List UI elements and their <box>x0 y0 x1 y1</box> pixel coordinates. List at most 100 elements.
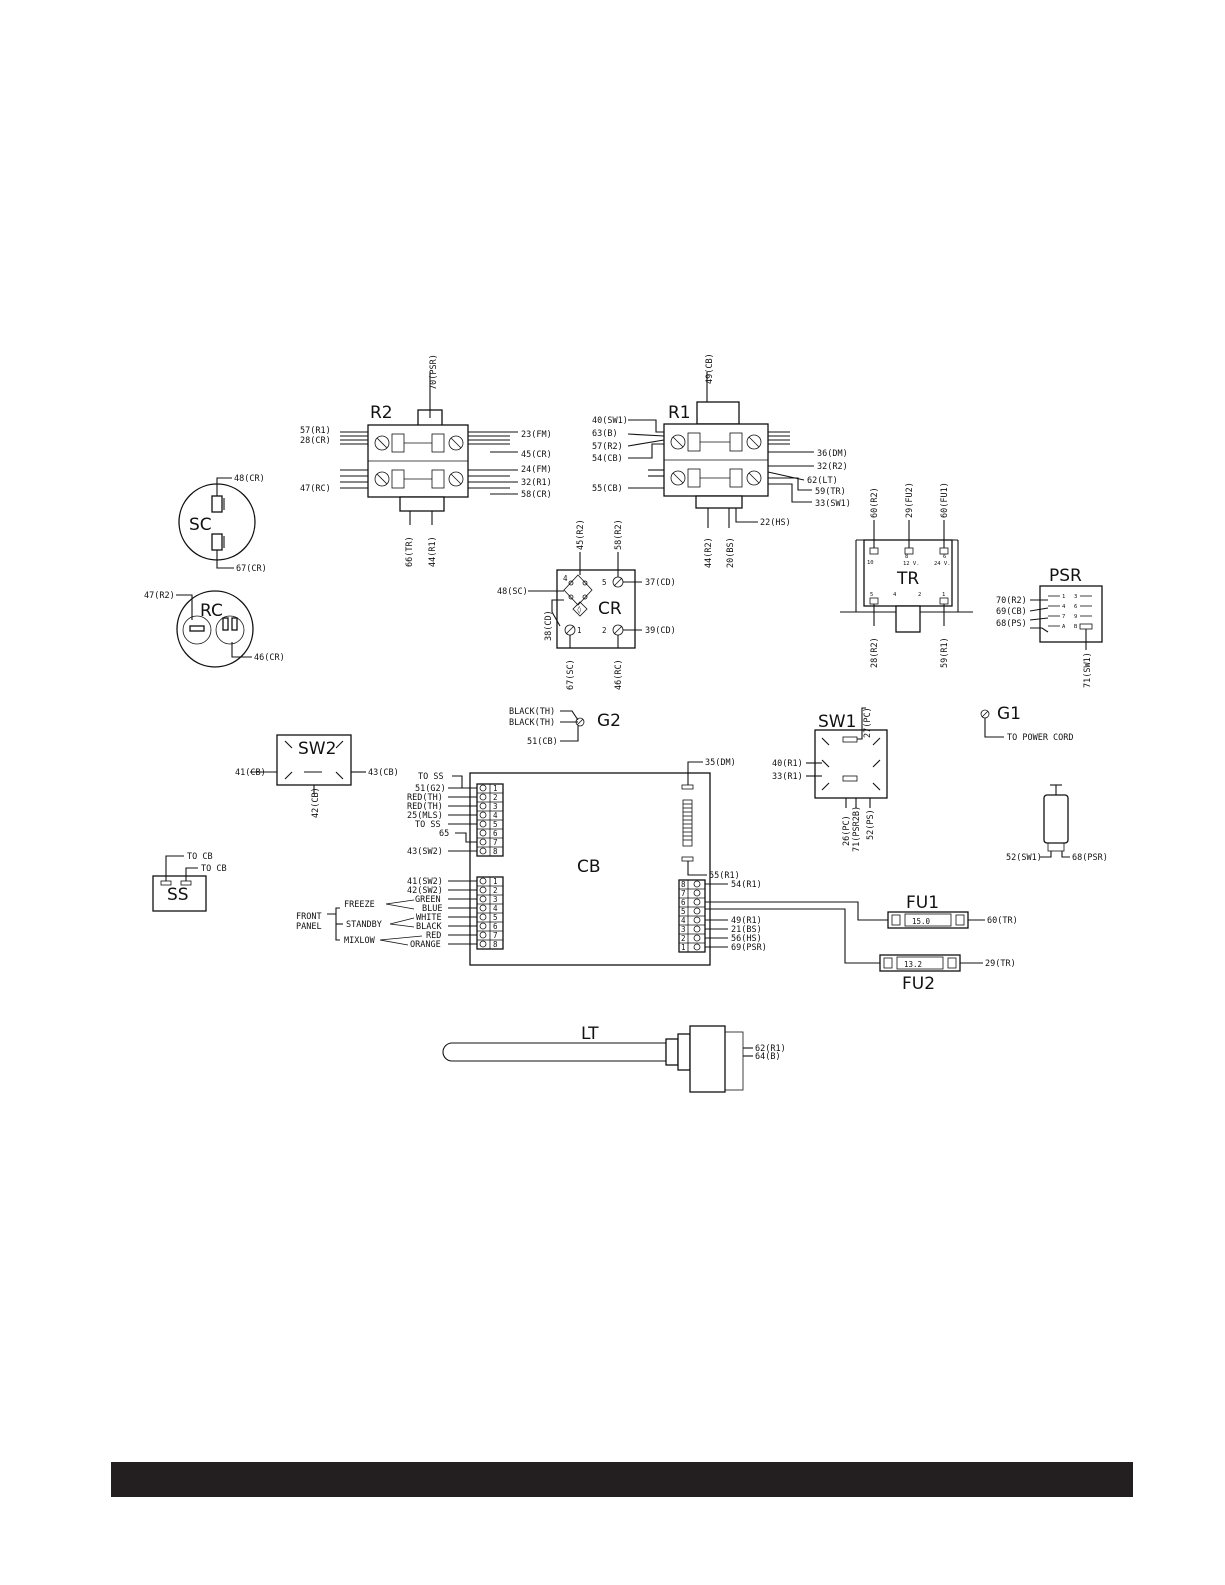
cb-b1-num-4: 4 <box>493 811 498 820</box>
cb-b1-label-6: TO SS <box>415 820 441 830</box>
front-panel-freeze: FREEZE <box>344 900 375 910</box>
g1-wire: TO POWER CORD <box>1007 733 1074 743</box>
g2-wire-3: 51(CB) <box>527 737 558 747</box>
transformer-tr: TR 10 8 6 12 V. 24 V. 5 4 2 1 60(R2) 29(… <box>840 482 973 668</box>
sw1-top-wire: 27(PC) <box>863 707 873 738</box>
ss-title: SS <box>167 885 189 905</box>
g2-title: G2 <box>597 711 621 731</box>
psr-title: PSR <box>1049 566 1082 586</box>
r2-right-wire-4: 32(R1) <box>521 478 552 488</box>
r1-left-wire-5: 55(CB) <box>592 484 623 494</box>
psr-pin-1: 1 <box>1062 594 1065 600</box>
r1-bottom-wire-1: 44(R2) <box>704 537 714 568</box>
r2-left-wire-1: 57(R1) <box>300 426 331 436</box>
r2-right-wire-1: 23(FM) <box>521 430 552 440</box>
cr-right-wire-2: 39(CD) <box>645 626 676 636</box>
cb-b1-num-1: 1 <box>493 784 498 793</box>
cb-b2-label-5: WHITE <box>416 913 442 923</box>
cb-b3-label-7: 56(HS) <box>731 934 762 944</box>
r1-right-wire-2: 32(R2) <box>817 462 848 472</box>
g2-wire-2: BLACK(TH) <box>509 718 555 728</box>
cb-b2-label-6: BLACK <box>416 922 442 932</box>
tr-bottom-wire-2: 59(R1) <box>940 637 950 668</box>
cb-title: CB <box>577 857 601 877</box>
cb-top-right-wire: 35(DM) <box>705 758 736 768</box>
cb-b1-label-4: RED(TH) <box>407 802 443 812</box>
psr-pin-a: A <box>1062 624 1066 630</box>
cb-b3-label-5: 49(R1) <box>731 916 762 926</box>
cb-b3-label-8: 69(PSR) <box>731 943 767 953</box>
cb-b2-num-1: 1 <box>493 877 498 886</box>
tr-top-term-1: 10 <box>867 560 874 566</box>
sw1-bottom-wire-3: 52(PS) <box>866 809 876 840</box>
fu2-rating: 13.2 <box>904 960 922 969</box>
front-panel-mixlow: MIXLOW <box>344 936 376 946</box>
sw2-bottom-wire: 42(CB) <box>311 787 321 818</box>
compressor-relay-cr: CR 4 ◊ 5 1 2 45(R2) 58(R2) 37(CD) 39(CD)… <box>497 519 676 690</box>
fuse-fu1: FU1 15.0 60(TR) <box>887 893 1018 929</box>
r2-title: R2 <box>370 403 393 423</box>
cr-term-2: 2 <box>602 626 607 635</box>
tr-top-wire-2: 29(FU2) <box>905 482 915 518</box>
cb-b2-label-8: ORANGE <box>410 940 441 950</box>
psr-pin-4: 4 <box>1062 604 1066 610</box>
r1-bottom-wire-3: 22(HS) <box>760 518 791 528</box>
cb-b2-label-1: 41(SW2) <box>407 877 443 887</box>
footer-bar <box>111 1462 1133 1497</box>
psr-left-wire-2: 69(CB) <box>996 607 1027 617</box>
cb-b3-num-4: 4 <box>681 916 686 925</box>
cb-b3-num-1: 1 <box>681 943 686 952</box>
r1-left-wire-1: 40(SW1) <box>592 416 628 426</box>
cr-term-4: 4 <box>563 574 568 583</box>
lt-wire-2: 64(B) <box>755 1052 781 1062</box>
control-board-cb: CB 35(DM) 55(R1) 1 2 3 4 5 6 <box>296 758 888 966</box>
cb-b3-num-6: 6 <box>681 898 686 907</box>
fuse-fu2: 13.2 29(TR) FU2 <box>879 954 1016 994</box>
sw1-bottom-wire-1: 26(PC) <box>842 815 852 846</box>
cb-b2-num-3: 3 <box>493 895 498 904</box>
cb-b2-label-3: GREEN <box>415 895 441 905</box>
tr-top-wire-1: 60(R2) <box>870 487 880 518</box>
r1-left-wire-3: 57(R2) <box>592 442 623 452</box>
r1-title: R1 <box>668 403 691 423</box>
cb-b3-num-8: 8 <box>681 880 686 889</box>
psr-left-wire-3: 68(PS) <box>996 619 1027 629</box>
cb-b3-num-2: 2 <box>681 934 686 943</box>
ground-g1: TO POWER CORD G1 <box>980 704 1074 743</box>
r1-right-wire-3: 62(LT) <box>807 476 838 486</box>
tr-top-term-2: 8 <box>905 554 908 560</box>
r2-right-wire-5: 58(CR) <box>521 490 552 500</box>
sw1-title: SW1 <box>818 712 856 732</box>
lt-wire-1: 62(R1) <box>755 1044 786 1054</box>
pressure-switch-relay-psr: PSR 1 4 7 A 3 6 9 B 70(R2) 69(CB) 68(PS)… <box>996 566 1103 688</box>
r1-right-wire-5: 33(SW1) <box>815 499 851 509</box>
psr-left-wire-1: 70(R2) <box>996 596 1027 606</box>
cb-b2-label-4: BLUE <box>422 904 442 914</box>
tr-title: TR <box>896 569 919 589</box>
cr-bottom-wire-1: 67(SC) <box>566 659 576 690</box>
front-panel-standby: STANDBY <box>346 920 382 930</box>
r2-bottom-wire-2: 44(R1) <box>428 536 438 567</box>
rc-title: RC <box>200 601 223 621</box>
cr-left-wire-2: 38(CD) <box>544 610 554 641</box>
sw1-left-wire-2: 33(R1) <box>772 772 803 782</box>
r2-top-wire: 70(PSR) <box>429 354 439 390</box>
rc-wire-2: 46(CR) <box>254 653 285 663</box>
r1-bottom-wire-2: 20(BS) <box>726 537 736 568</box>
cb-b3-label-6: 21(BS) <box>731 925 762 935</box>
sw1-bottom-wire-2: 71(PSR2B) <box>852 806 862 852</box>
ps-left-wire: 52(SW1) <box>1006 853 1042 863</box>
sw2-right-wire: 43(CB) <box>368 768 399 778</box>
tr-top-wire-3: 60(FU1) <box>940 482 950 518</box>
ps-right-wire: 68(PSR) <box>1072 853 1108 863</box>
cb-b3-num-7: 7 <box>681 889 686 898</box>
fu2-wire: 29(TR) <box>985 959 1016 969</box>
cb-b1-label-3: RED(TH) <box>407 793 443 803</box>
r1-right-wire-1: 36(DM) <box>817 449 848 459</box>
psr-pin-3: 3 <box>1074 594 1077 600</box>
switch-sw2: SW2 41(CB) 43(CB) 42(CB) <box>235 734 399 818</box>
sw2-title: SW2 <box>298 739 336 759</box>
fu2-title: FU2 <box>902 974 935 994</box>
g1-title: G1 <box>997 704 1021 724</box>
cb-b1-num-6: 6 <box>493 829 498 838</box>
